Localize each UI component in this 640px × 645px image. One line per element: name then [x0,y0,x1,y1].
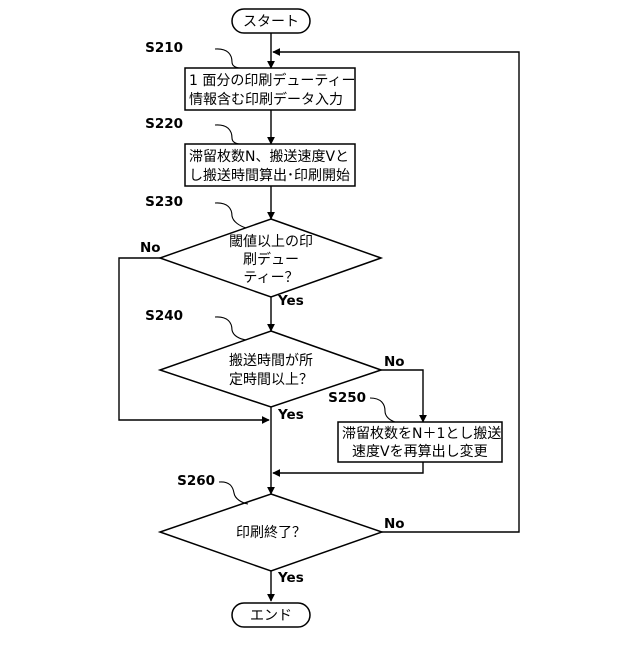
s230-line2: 刷デュー [243,251,299,268]
s260-no-label: No [384,516,405,532]
s220-id: S220 [145,116,183,132]
s230-line1: 閾値以上の印 [229,234,313,250]
start-terminal: スタート [232,9,310,33]
s230-line3: ティー？ [243,270,298,286]
end-label: エンド [250,608,292,624]
s260-id: S260 [177,473,215,489]
arrow-s240-no-to-s250 [381,370,423,422]
s250-leader [370,398,395,422]
s240-yes-label: Yes [277,407,304,423]
s210-leader [215,49,240,68]
start-label: スタート [243,14,299,30]
s260-yes-label: Yes [277,570,304,586]
s240-id: S240 [145,308,183,324]
s260-line1: 印刷終了？ [236,525,306,541]
s230-no-label: No [140,240,161,256]
s220-line2: し搬送時間算出･印刷開始 [189,168,350,184]
s250-line1: 滞留枚数をN＋1とし搬送 [342,426,501,442]
step-s220: 滞留枚数N、搬送速度Vと し搬送時間算出･印刷開始 S220 [145,116,355,186]
s260-leader [219,482,248,504]
s230-yes-label: Yes [277,293,304,309]
s250-line2: 速度Vを再算出し変更 [352,443,488,460]
s240-line1: 搬送時間が所 [229,353,313,369]
s250-id: S250 [328,390,366,406]
s240-line2: 定時間以上？ [229,372,313,388]
step-s230: 閾値以上の印 刷デュー ティー？ S230 No Yes [140,194,381,309]
s210-id: S210 [145,40,183,56]
s230-id: S230 [145,194,183,210]
step-s250: 滞留枚数をN＋1とし搬送 速度Vを再算出し変更 S250 [328,390,502,462]
s220-line1: 滞留枚数N、搬送速度Vと [189,149,349,165]
s240-leader [215,317,246,340]
end-terminal: エンド [232,603,310,627]
arrow-s250-return [273,462,423,473]
s220-leader [215,125,240,144]
s230-leader [215,203,246,228]
s210-line1: 1 面分の印刷デューティー [189,72,356,89]
step-s260: 印刷終了？ S260 No Yes [160,473,405,586]
s210-line2: 情報含む印刷データ入力 [189,91,343,108]
step-s210: 1 面分の印刷デューティー 情報含む印刷データ入力 S210 [145,40,355,110]
s240-no-label: No [384,354,405,370]
